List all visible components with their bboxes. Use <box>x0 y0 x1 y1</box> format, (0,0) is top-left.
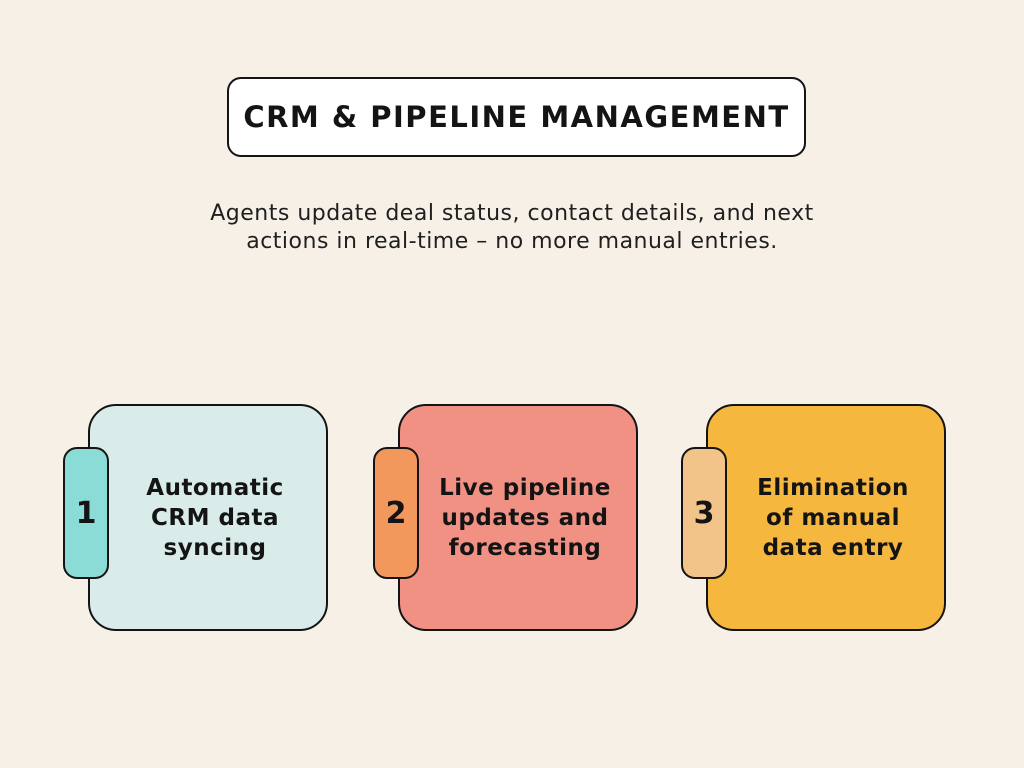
card-2-number-tab: 2 <box>373 447 419 579</box>
card-eliminate-manual-entry: 3 Elimination of manual data entry <box>681 404 946 631</box>
card-1-label: Automatic CRM data syncing <box>146 474 284 561</box>
title-box: CRM & PIPELINE MANAGEMENT <box>227 77 806 157</box>
card-live-pipeline-updates: 2 Live pipeline updates and forecasting <box>373 404 638 631</box>
card-3-label: Elimination of manual data entry <box>757 474 909 561</box>
card-2-number: 2 <box>385 495 407 531</box>
card-3-number-tab: 3 <box>681 447 727 579</box>
page-title: CRM & PIPELINE MANAGEMENT <box>243 100 790 134</box>
subtitle: Agents update deal status, contact detai… <box>210 201 814 254</box>
card-automatic-crm-syncing: 1 Automatic CRM data syncing <box>63 404 328 631</box>
card-2-label: Live pipeline updates and forecasting <box>439 474 611 561</box>
card-1-number-tab: 1 <box>63 447 109 579</box>
card-3-number: 3 <box>693 495 715 531</box>
card-1-number: 1 <box>75 495 97 531</box>
